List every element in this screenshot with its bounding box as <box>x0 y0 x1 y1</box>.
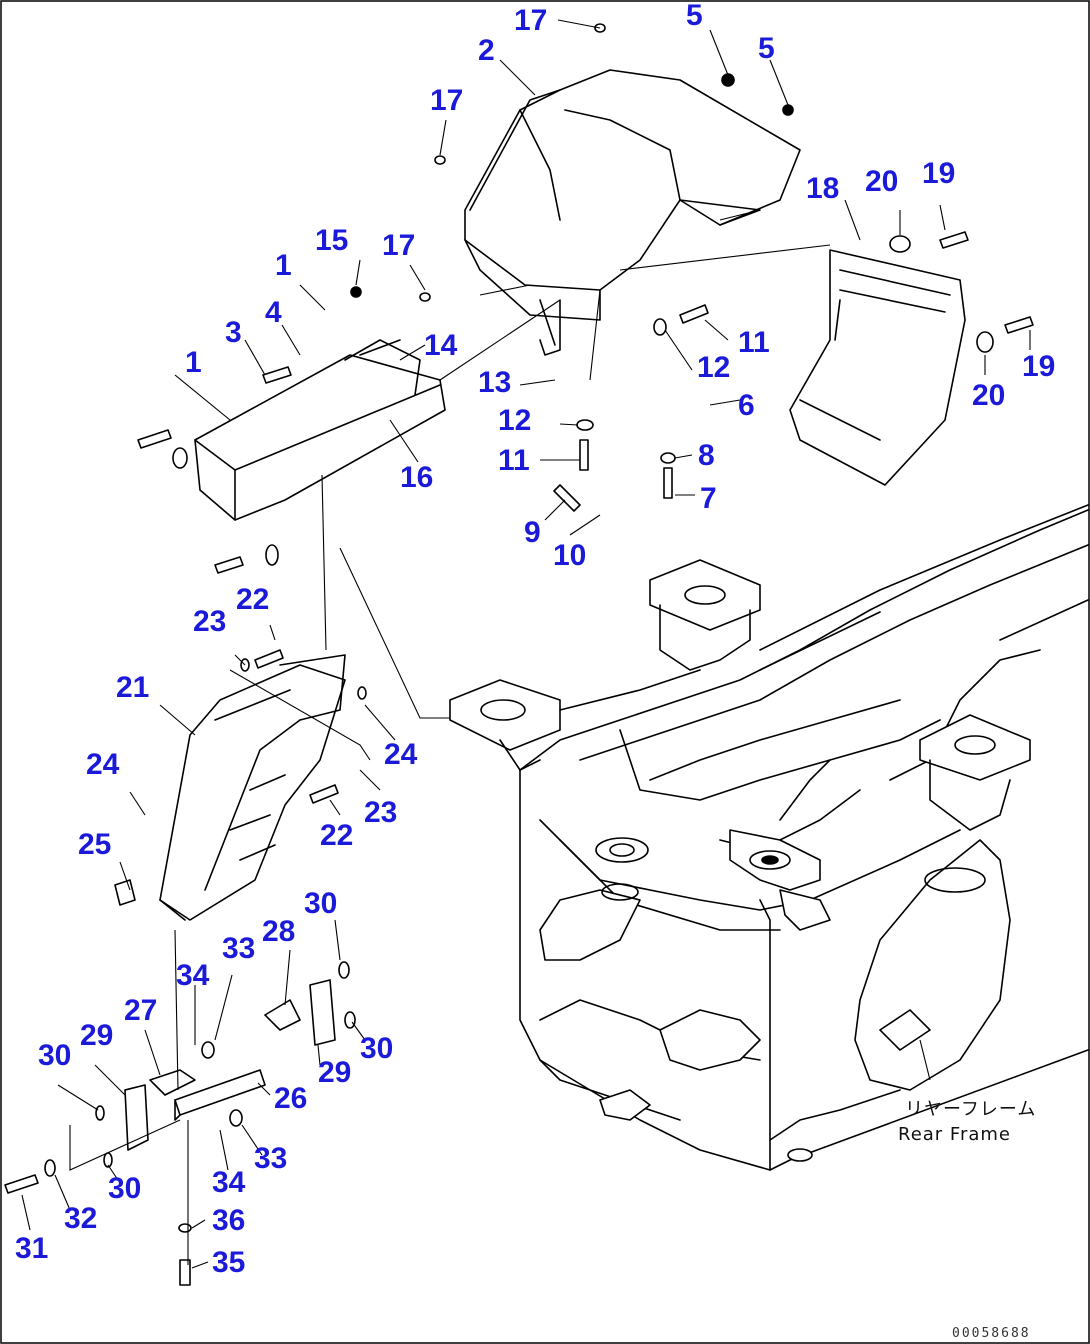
callout: 31 <box>15 1232 48 1265</box>
callout: 29 <box>80 1019 113 1052</box>
step-box-part-1 <box>194 339 446 521</box>
callout: 30 <box>108 1172 141 1205</box>
callout: 36 <box>212 1204 245 1237</box>
step-assembly-parts-26-29 <box>124 979 336 1151</box>
callout: 12 <box>498 404 531 437</box>
callout: 25 <box>78 828 111 861</box>
callout: 5 <box>758 32 775 65</box>
callout: 34 <box>212 1166 246 1199</box>
ladder-part-21 <box>159 654 346 921</box>
callout: 33 <box>222 932 255 965</box>
callout: 5 <box>686 0 703 32</box>
callout: 28 <box>262 915 295 948</box>
callout: 26 <box>274 1082 307 1115</box>
callout: 17 <box>382 229 415 262</box>
document-id: 00058688 <box>952 1326 1031 1341</box>
callout: 1 <box>275 249 292 282</box>
side-panel-part-18 <box>789 249 966 486</box>
callout: 17 <box>514 4 547 37</box>
callout: 30 <box>38 1039 71 1072</box>
callout: 12 <box>697 351 730 384</box>
callout: 33 <box>254 1142 287 1175</box>
callout: 4 <box>265 296 282 329</box>
callout: 29 <box>318 1056 351 1089</box>
callout: 16 <box>400 461 433 494</box>
callout: 14 <box>424 329 458 362</box>
callout: 3 <box>225 316 242 349</box>
callout-labels: 1 1 2 3 4 5 5 6 7 8 9 10 11 11 12 12 13 … <box>15 0 1055 1279</box>
callout: 23 <box>193 605 226 638</box>
callout: 30 <box>360 1032 393 1065</box>
callout: 2 <box>478 34 495 67</box>
callout: 22 <box>320 819 353 852</box>
callout: 11 <box>738 326 770 359</box>
callout: 24 <box>384 738 418 771</box>
callout: 10 <box>553 539 586 572</box>
callout: 1 <box>185 346 202 379</box>
callout: 17 <box>430 84 463 117</box>
callout: 30 <box>304 887 337 920</box>
bolts-and-washers <box>4 23 1034 1286</box>
callout: 22 <box>236 583 269 616</box>
callout: 9 <box>524 516 541 549</box>
callout: 8 <box>698 439 715 472</box>
callout: 19 <box>922 157 955 190</box>
callout: 19 <box>1022 350 1055 383</box>
callout: 35 <box>212 1246 245 1279</box>
callout: 32 <box>64 1202 97 1235</box>
callout: 6 <box>738 389 755 422</box>
rear-frame-label-jp: リヤーフレーム <box>905 1099 1036 1120</box>
callout: 24 <box>86 748 120 781</box>
rear-frame-label: Rear Frame <box>898 1124 1011 1145</box>
callout: 13 <box>478 366 511 399</box>
callout: 27 <box>124 994 157 1027</box>
callout: 18 <box>806 172 839 205</box>
callout: 23 <box>364 796 397 829</box>
callout: 11 <box>498 444 530 477</box>
rear-frame <box>449 504 1089 1171</box>
callout: 20 <box>972 379 1005 412</box>
cab-step-part-2 <box>464 69 801 356</box>
callout: 21 <box>116 671 149 704</box>
callout: 34 <box>176 959 210 992</box>
callout: 15 <box>315 224 348 257</box>
callout: 20 <box>865 165 898 198</box>
leader-lines <box>21 19 1031 1269</box>
callout: 7 <box>700 482 717 515</box>
